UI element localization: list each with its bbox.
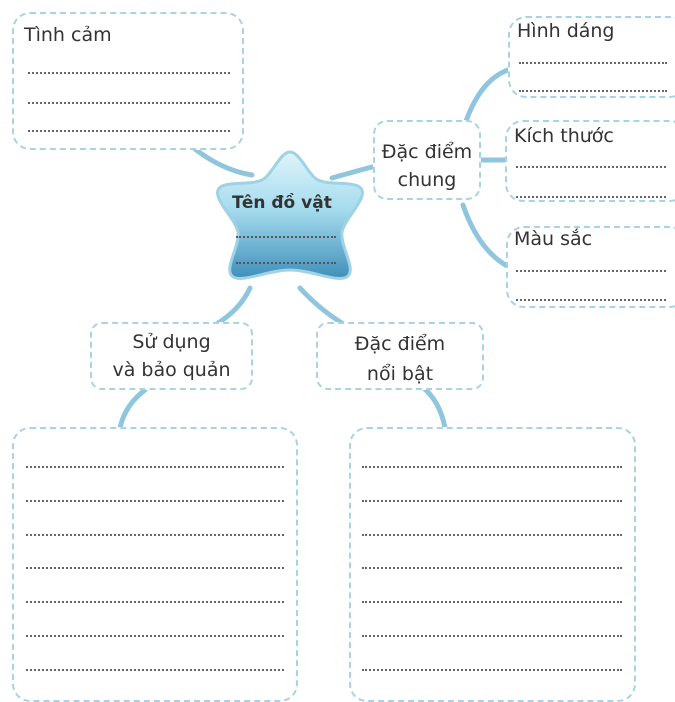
emotion-line-1 <box>28 72 230 74</box>
shape-label: Hình dáng <box>517 20 615 42</box>
usage-line1: Sử dụng <box>132 331 211 353</box>
notable-answer-line-1 <box>362 466 622 468</box>
color-line-2 <box>516 299 666 301</box>
usage-answer-line-6 <box>26 635 284 637</box>
size-line-2 <box>516 196 666 198</box>
emotion-line-2 <box>28 102 230 104</box>
size-line-1 <box>516 166 666 168</box>
center-line-1 <box>236 236 336 238</box>
usage-answer-line-4 <box>26 567 284 569</box>
notable-box <box>316 322 484 390</box>
usage-answer-line-1 <box>26 466 284 468</box>
size-box <box>505 120 675 202</box>
emotion-label: Tình cảm <box>24 24 112 46</box>
shape-line-1 <box>519 62 667 64</box>
usage-answer-line-3 <box>26 534 284 536</box>
notable-line2: nổi bật <box>366 363 434 385</box>
emotion-box <box>12 12 244 150</box>
usage-answer-line-7 <box>26 669 284 671</box>
shape-line-2 <box>519 90 667 92</box>
connector-notable <box>297 285 348 328</box>
size-label: Kích thước <box>514 125 614 147</box>
connector-usage <box>212 285 253 328</box>
emotion-line-3 <box>28 130 230 132</box>
notable-line1: Đặc điểm <box>354 333 446 355</box>
connector-notable-box <box>417 382 448 431</box>
usage-line2: và bảo quản <box>112 359 231 381</box>
usage-answer-line-5 <box>26 601 284 603</box>
star-shape <box>216 150 364 280</box>
center-line-2 <box>236 262 336 264</box>
color-label: Màu sắc <box>514 228 593 250</box>
center-title: Tên đồ vật <box>232 193 332 213</box>
notable-answer-line-6 <box>362 635 622 637</box>
general-label: Đặc điểm chung <box>381 141 473 191</box>
notable-answer-line-5 <box>362 601 622 603</box>
notable-answer-line-3 <box>362 534 622 536</box>
usage-box <box>90 322 253 390</box>
notable-answer-line-7 <box>362 669 622 671</box>
general-box <box>373 120 481 200</box>
notable-answer-box <box>349 427 636 702</box>
connector-usage-box <box>117 387 148 431</box>
shape-box <box>508 16 675 98</box>
notable-answer-line-4 <box>362 567 622 569</box>
color-line-1 <box>516 270 666 272</box>
usage-answer-box <box>12 427 298 702</box>
notable-answer-line-2 <box>362 500 622 502</box>
color-box <box>506 226 675 308</box>
usage-answer-line-2 <box>26 500 284 502</box>
